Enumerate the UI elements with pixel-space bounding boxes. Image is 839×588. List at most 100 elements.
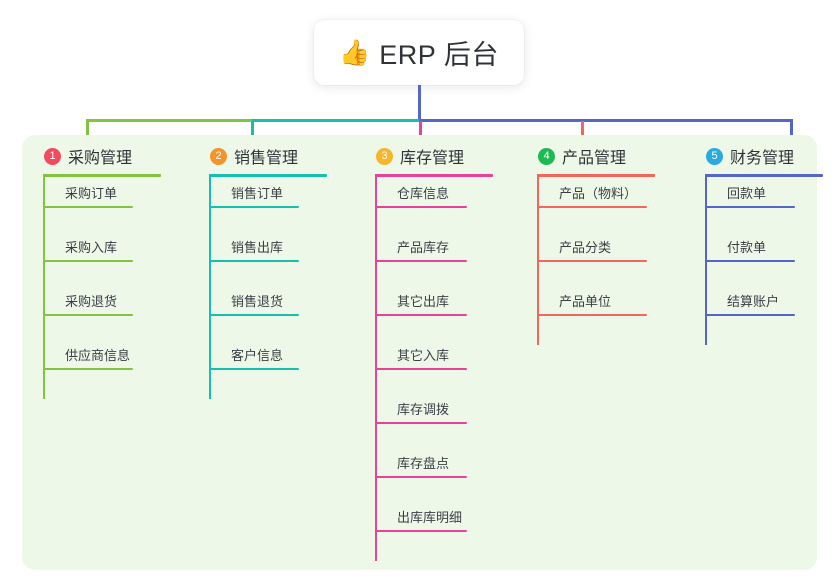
leaf-item-rule <box>537 314 647 316</box>
leaf-item-rule <box>705 314 795 316</box>
column-header-2[interactable]: 2 销售管理 <box>196 143 298 169</box>
leaf-item-rule <box>375 368 467 370</box>
column-2: 2 销售管理销售订单销售出库销售退货客户信息 <box>196 143 327 399</box>
leaf-item-rule <box>209 206 299 208</box>
leaf-item[interactable]: 产品库存 <box>375 237 467 262</box>
leaf-item[interactable]: 库存调拨 <box>375 399 467 424</box>
column-header-rule-3 <box>375 174 493 177</box>
leaf-item-label: 回款单 <box>727 186 767 201</box>
column-title-3: 库存管理 <box>400 150 465 167</box>
leaf-item[interactable]: 付款单 <box>705 237 795 262</box>
leaf-item-label: 产品单位 <box>559 294 612 309</box>
root-node[interactable]: 👍 ERP 后台 <box>314 20 524 85</box>
column-3: 3 库存管理仓库信息产品库存其它出库其它入库库存调拨库存盘点出库库明细 <box>362 143 493 561</box>
leaf-item-rule <box>375 422 467 424</box>
column-header-rule-4 <box>537 174 655 177</box>
leaf-item[interactable]: 结算账户 <box>705 291 795 316</box>
leaf-item[interactable]: 出库库明细 <box>375 507 467 532</box>
column-title-1: 采购管理 <box>68 150 133 167</box>
leaf-item-rule <box>43 368 133 370</box>
leaf-item-rule <box>43 206 133 208</box>
leaf-item[interactable]: 回款单 <box>705 183 795 208</box>
leaf-item[interactable]: 产品单位 <box>537 291 647 316</box>
bus-segment-blue <box>419 119 793 122</box>
column-5: 5 财务管理回款单付款单结算账户 <box>692 143 823 345</box>
root-node-content: 👍 ERP 后台 <box>339 33 499 72</box>
leaf-item-rule <box>43 314 133 316</box>
leaf-item-label: 库存盘点 <box>397 456 450 471</box>
leaf-item-label: 结算账户 <box>727 294 780 309</box>
column-spine-1 <box>43 174 45 399</box>
leaf-item-rule <box>375 206 467 208</box>
leaf-item[interactable]: 产品分类 <box>537 237 647 262</box>
leaf-item-label: 采购订单 <box>65 186 118 201</box>
leaf-item[interactable]: 产品（物料） <box>537 183 647 208</box>
column-title-2: 销售管理 <box>234 150 299 167</box>
column-header-rule-2 <box>209 174 327 177</box>
leaf-item[interactable]: 采购入库 <box>43 237 133 262</box>
column-badge-1: 1 <box>44 147 61 165</box>
column-header-rule-5 <box>705 174 823 177</box>
leaf-item[interactable]: 其它入库 <box>375 345 467 370</box>
column-spine-5 <box>705 174 707 345</box>
leaf-item[interactable]: 库存盘点 <box>375 453 467 478</box>
leaf-item-rule <box>705 260 795 262</box>
leaf-item[interactable]: 客户信息 <box>209 345 299 370</box>
leaf-item-rule <box>537 206 647 208</box>
leaf-item-rule <box>43 260 133 262</box>
leaf-item-rule <box>209 368 299 370</box>
leaf-item-label: 客户信息 <box>231 348 284 363</box>
leaf-item-label: 出库库明细 <box>397 510 463 525</box>
leaf-item-label: 采购退货 <box>65 294 118 309</box>
column-title-5: 财务管理 <box>730 150 795 167</box>
leaf-item-label: 产品库存 <box>397 240 450 255</box>
leaf-item[interactable]: 销售出库 <box>209 237 299 262</box>
leaf-item-label: 供应商信息 <box>65 348 131 363</box>
column-1: 1 采购管理采购订单采购入库采购退货供应商信息 <box>30 143 161 399</box>
leaf-item-label: 销售订单 <box>231 186 284 201</box>
thumbs-up-icon: 👍 <box>339 38 371 67</box>
leaf-item-label: 销售出库 <box>231 240 284 255</box>
leaf-item-rule <box>375 260 467 262</box>
column-badge-2: 2 <box>210 147 227 165</box>
leaf-item[interactable]: 仓库信息 <box>375 183 467 208</box>
leaf-item-label: 产品分类 <box>559 240 612 255</box>
leaf-item-label: 销售退货 <box>231 294 284 309</box>
leaf-item-rule <box>375 530 467 532</box>
leaf-item[interactable]: 销售退货 <box>209 291 299 316</box>
column-header-rule-1 <box>43 174 161 177</box>
leaf-item-rule <box>537 260 647 262</box>
leaf-item-rule <box>209 260 299 262</box>
leaf-item-label: 产品（物料） <box>559 186 638 201</box>
leaf-item-label: 其它出库 <box>397 294 450 309</box>
leaf-item-label: 库存调拨 <box>397 402 450 417</box>
leaf-item-label: 仓库信息 <box>397 186 450 201</box>
leaf-item-label: 采购入库 <box>65 240 118 255</box>
column-header-1[interactable]: 1 采购管理 <box>30 143 132 169</box>
leaf-item[interactable]: 供应商信息 <box>43 345 133 370</box>
column-header-5[interactable]: 5 财务管理 <box>692 143 794 169</box>
leaf-item-label: 付款单 <box>727 240 767 255</box>
column-spine-4 <box>537 174 539 345</box>
leaf-item-rule <box>375 476 467 478</box>
leaf-item[interactable]: 采购订单 <box>43 183 133 208</box>
column-badge-3: 3 <box>376 147 393 165</box>
column-spine-3 <box>375 174 377 561</box>
root-stem-connector <box>418 85 421 121</box>
bus-segment-teal <box>252 119 420 122</box>
leaf-item[interactable]: 销售订单 <box>209 183 299 208</box>
column-title-4: 产品管理 <box>562 150 627 167</box>
leaf-item[interactable]: 其它出库 <box>375 291 467 316</box>
leaf-item[interactable]: 采购退货 <box>43 291 133 316</box>
column-header-3[interactable]: 3 库存管理 <box>362 143 464 169</box>
leaf-item-rule <box>375 314 467 316</box>
leaf-item-rule <box>209 314 299 316</box>
leaf-item-label: 其它入库 <box>397 348 450 363</box>
column-spine-2 <box>209 174 211 399</box>
root-title: ERP 后台 <box>379 40 499 70</box>
leaf-item-rule <box>705 206 795 208</box>
column-badge-5: 5 <box>706 147 723 165</box>
